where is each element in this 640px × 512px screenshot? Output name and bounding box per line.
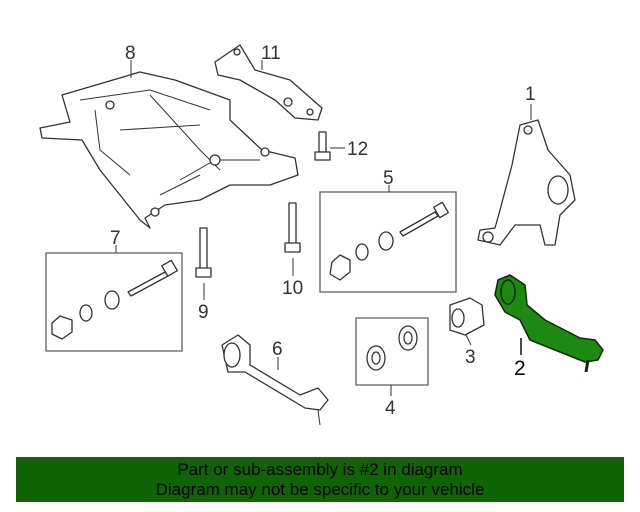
callout-6: 6 — [272, 339, 283, 360]
callout-3: 3 — [465, 347, 476, 368]
leader-lines — [115, 60, 532, 396]
callout-11: 11 — [261, 43, 281, 64]
part-3-bushing[interactable] — [449, 297, 485, 336]
callout-1: 1 — [525, 84, 536, 105]
part-9-bolt[interactable] — [195, 227, 212, 278]
part-8-subframe[interactable] — [39, 71, 299, 229]
part-10-bolt[interactable] — [284, 202, 301, 253]
callout-10: 10 — [282, 278, 303, 299]
callout-8: 8 — [125, 43, 136, 64]
callout-7: 7 — [110, 228, 121, 249]
part-5-hardware-kit[interactable] — [319, 191, 457, 293]
part-2-control-arm-highlighted[interactable] — [494, 274, 604, 373]
part-1-knuckle[interactable] — [477, 119, 576, 246]
callout-5: 5 — [383, 168, 394, 189]
callout-2: 2 — [514, 357, 526, 380]
callout-9: 9 — [198, 302, 209, 323]
part-6-control-arm[interactable] — [221, 334, 329, 426]
banner-line-2: Diagram may not be specific to your vehi… — [155, 480, 485, 499]
part-7-hardware-kit[interactable] — [45, 252, 183, 352]
banner-line-1: Part or sub-assembly is #2 in diagram — [177, 460, 463, 479]
part-4-bushing-kit[interactable] — [355, 317, 429, 386]
callout-labels: 1 2 3 4 5 6 7 8 9 10 11 12 — [110, 43, 536, 419]
info-banner: Part or sub-assembly is #2 in diagram Di… — [16, 457, 624, 502]
callout-12: 12 — [347, 139, 368, 160]
callout-4: 4 — [385, 398, 396, 419]
part-12-bolt[interactable] — [314, 131, 331, 161]
part-11-bracket[interactable] — [214, 44, 323, 121]
